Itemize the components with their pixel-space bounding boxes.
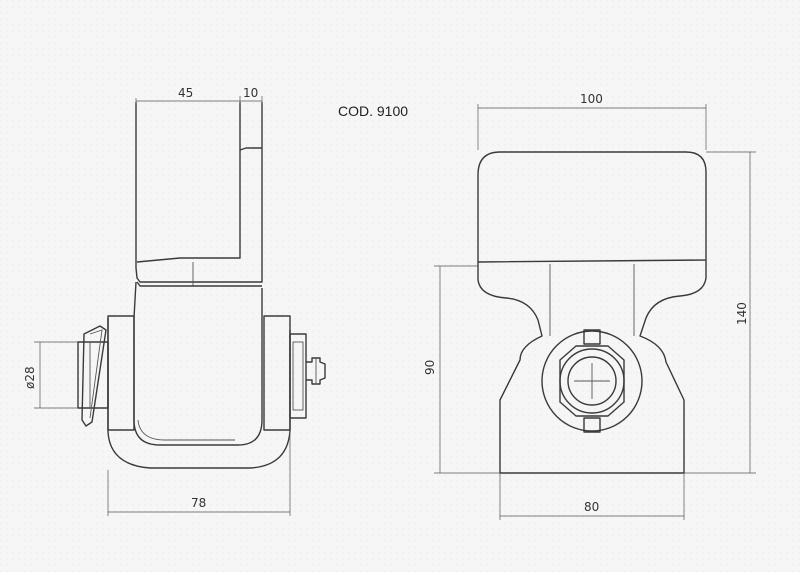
side-block-base bbox=[136, 281, 262, 287]
dim-80-label: 80 bbox=[584, 500, 599, 514]
side-outer-u bbox=[107, 318, 291, 469]
front-view: 100 140 90 80 bbox=[423, 92, 756, 520]
front-key-bottom bbox=[583, 417, 601, 433]
front-nut bbox=[559, 345, 625, 417]
side-thin-wall bbox=[239, 102, 262, 151]
grease-nipple bbox=[306, 357, 326, 385]
front-outer-ring bbox=[541, 330, 643, 432]
front-body-outline bbox=[477, 260, 707, 474]
front-key-top bbox=[583, 329, 601, 345]
front-top-pad bbox=[477, 151, 707, 263]
side-inner-u-shadow bbox=[137, 419, 235, 441]
dim-45-label: 45 bbox=[178, 86, 193, 100]
side-clip-inner bbox=[89, 329, 103, 419]
dim-140-label: 140 bbox=[735, 302, 749, 325]
side-clip bbox=[81, 325, 107, 427]
dim-90-label: 90 bbox=[423, 360, 437, 375]
side-inner-edge bbox=[136, 150, 241, 263]
dim-78-label: 78 bbox=[191, 496, 206, 510]
side-upper-block bbox=[135, 102, 263, 283]
side-left-pin bbox=[77, 341, 109, 409]
front-pin-circle bbox=[567, 356, 617, 406]
product-code: COD. 9100 bbox=[338, 103, 408, 119]
dim-d28-label: ø28 bbox=[23, 366, 37, 389]
dim-10-label: 10 bbox=[243, 86, 258, 100]
dim-100-label: 100 bbox=[580, 92, 603, 106]
side-view: 45 10 ø28 78 bbox=[23, 86, 326, 516]
side-right-boss bbox=[289, 333, 307, 419]
side-right-boss-inner bbox=[292, 341, 304, 411]
front-mid-ring bbox=[559, 348, 625, 414]
